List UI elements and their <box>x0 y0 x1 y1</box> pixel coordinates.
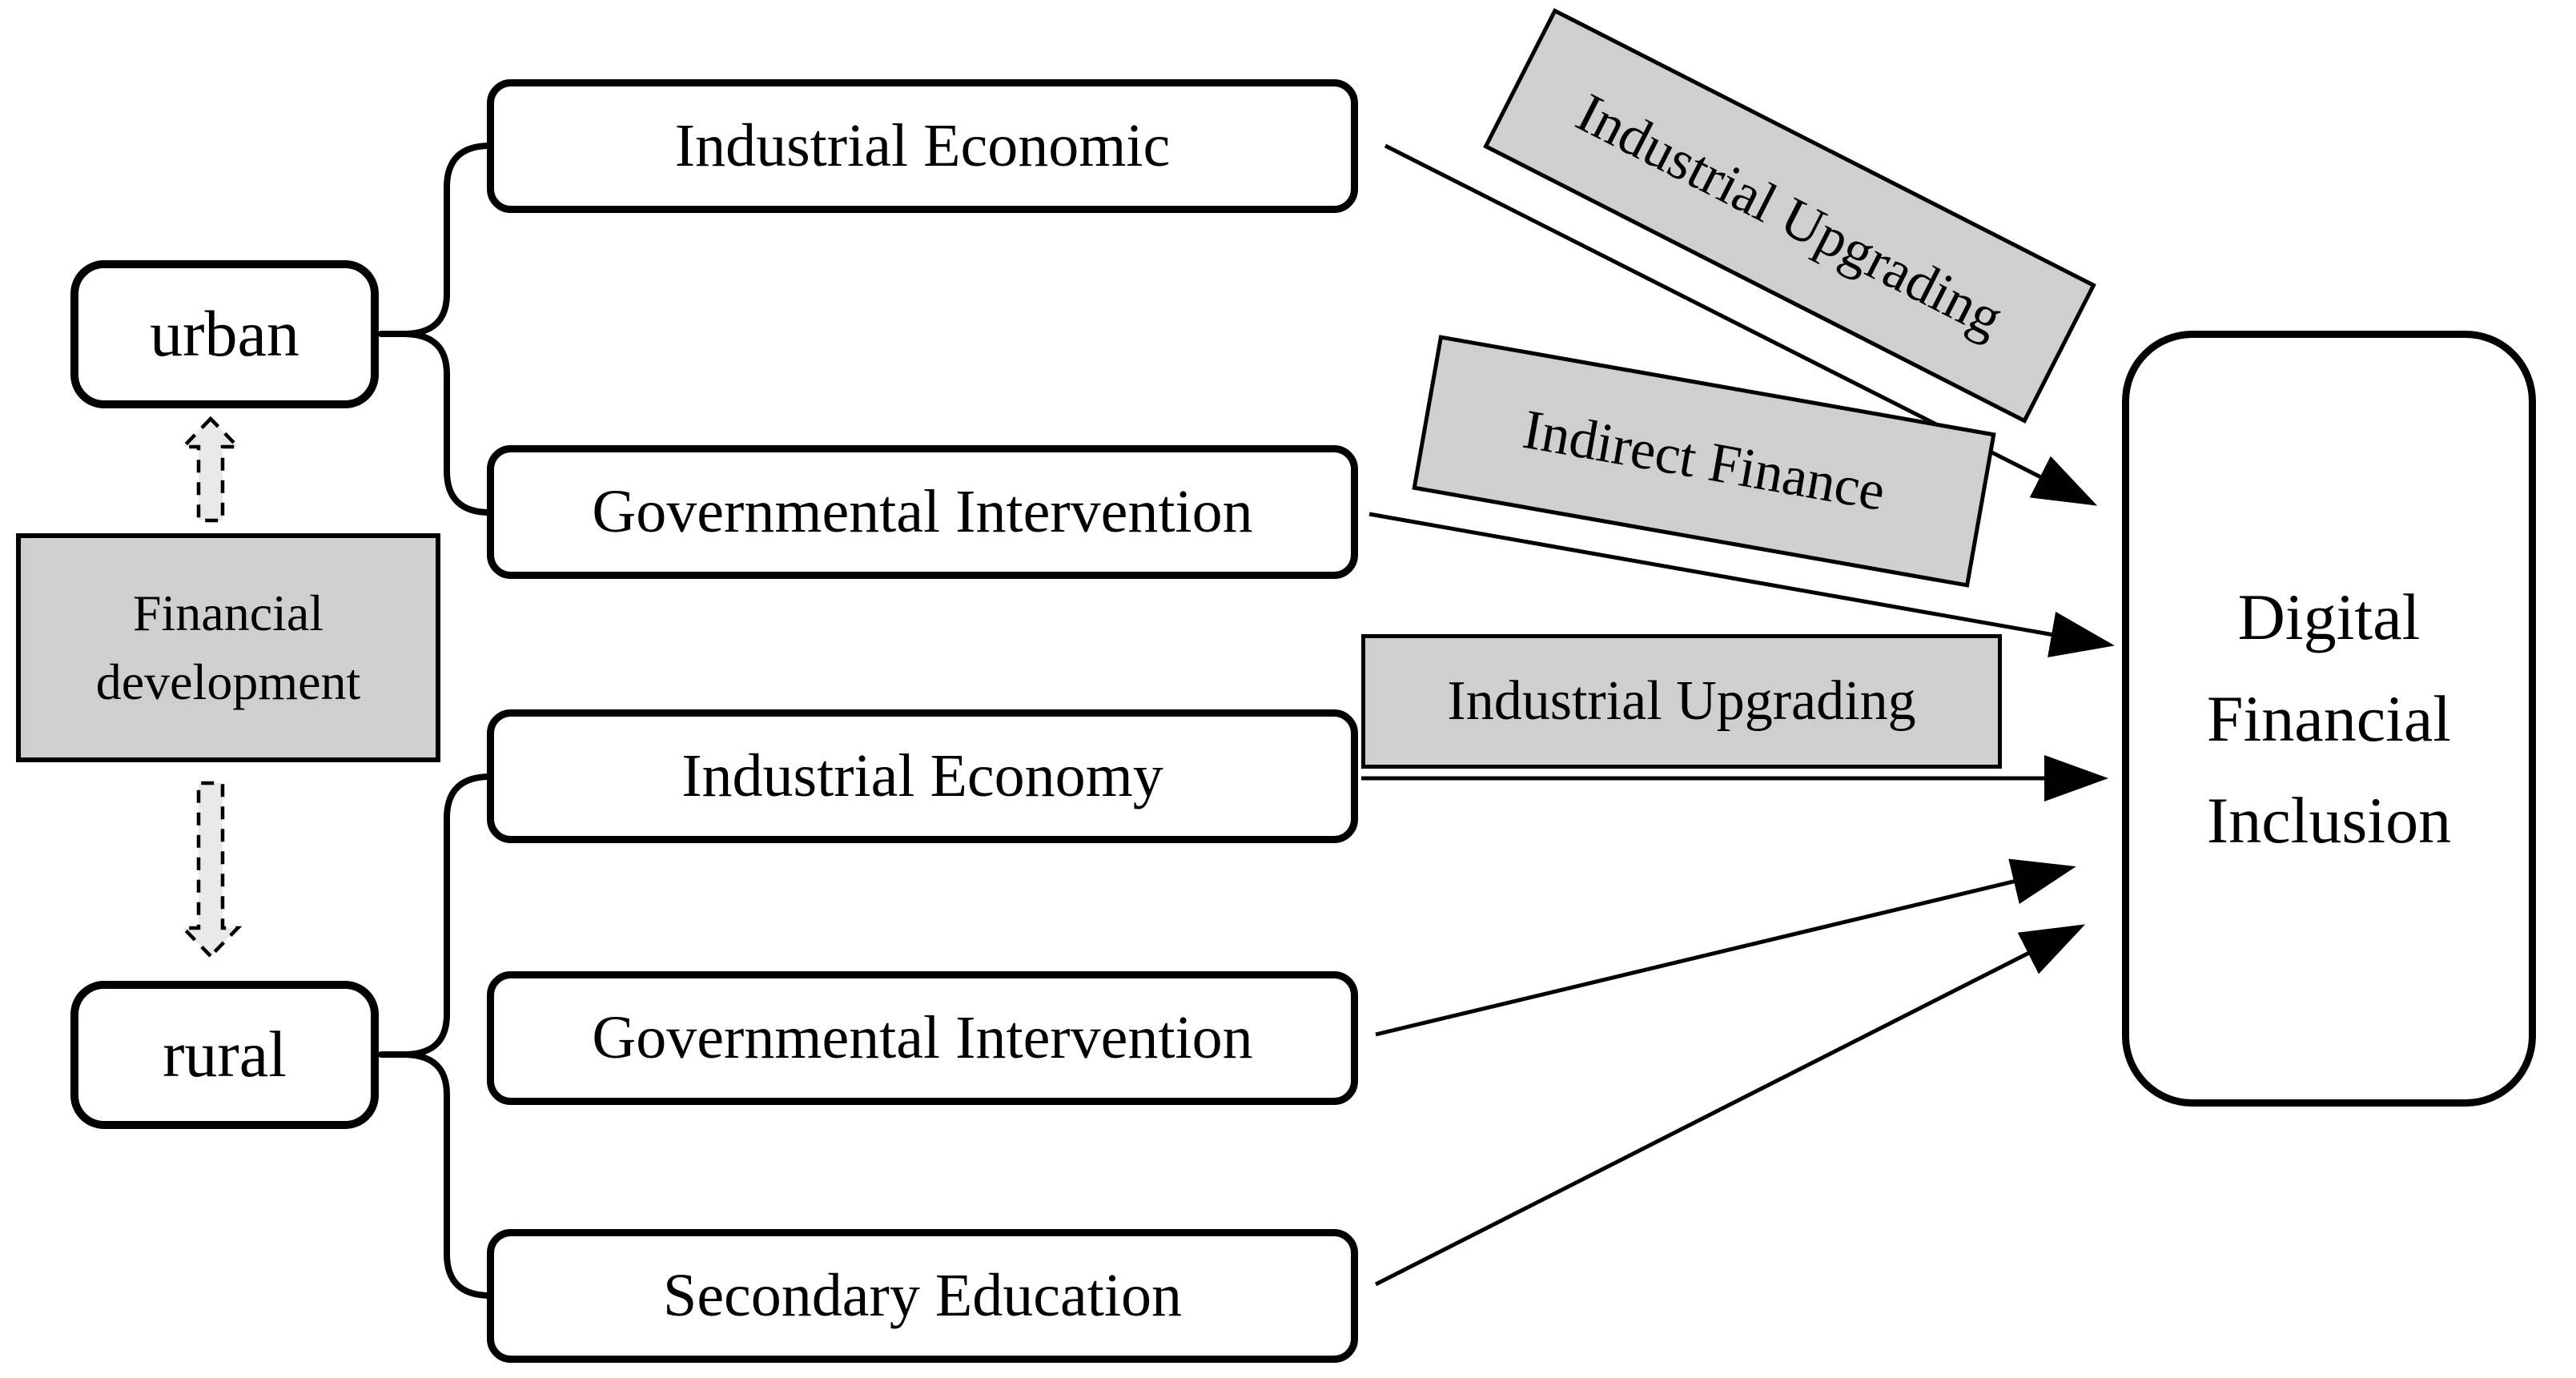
financial-development-box: Financial development <box>16 533 440 762</box>
arrow-governmental-intervention-urban-to-dfi <box>1368 512 2115 658</box>
urban-box: urban <box>70 260 379 408</box>
rural-factor-box-governmental-intervention: Governmental Intervention <box>487 971 1358 1105</box>
rural-label: rural <box>163 1018 287 1091</box>
rural-box: rural <box>70 981 379 1129</box>
outcome-box-digital-financial-inclusion: Digital Financial Inclusion <box>2122 331 2536 1107</box>
factor-label: Governmental Intervention <box>592 1004 1253 1071</box>
mediator-text: Industrial Upgrading <box>1447 670 1916 733</box>
factor-label: Industrial Economic <box>674 112 1171 179</box>
arrow-governmental-intervention-rural-to-dfi <box>1375 858 2076 1037</box>
rural-factor-box-secondary-education: Secondary Education <box>487 1229 1358 1363</box>
rural-brace <box>403 773 493 1299</box>
mediator-text: Indirect Finance <box>1518 399 1890 524</box>
factor-label: Governmental Intervention <box>592 478 1253 545</box>
financial-development-label: Financial development <box>95 584 361 710</box>
urban-label: urban <box>150 297 299 371</box>
urban-brace <box>403 143 493 516</box>
urban-factor-box-governmental-intervention: Governmental Intervention <box>487 445 1358 579</box>
financial-development-down-arrow <box>179 781 243 959</box>
arrow-secondary-education-to-dfi <box>1374 924 2086 1287</box>
rural-factor-box-industrial-economy: Industrial Economy <box>487 709 1358 843</box>
factor-label: Industrial Economy <box>681 742 1163 810</box>
outcome-label: Digital Financial Inclusion <box>2206 580 2452 858</box>
mediator-label-industrial-upgrading-rural: Industrial Upgrading <box>1361 634 2002 769</box>
financial-development-up-arrow <box>179 416 243 523</box>
urban-factor-box-industrial-economic: Industrial Economic <box>487 79 1358 213</box>
factor-label: Secondary Education <box>663 1262 1182 1329</box>
